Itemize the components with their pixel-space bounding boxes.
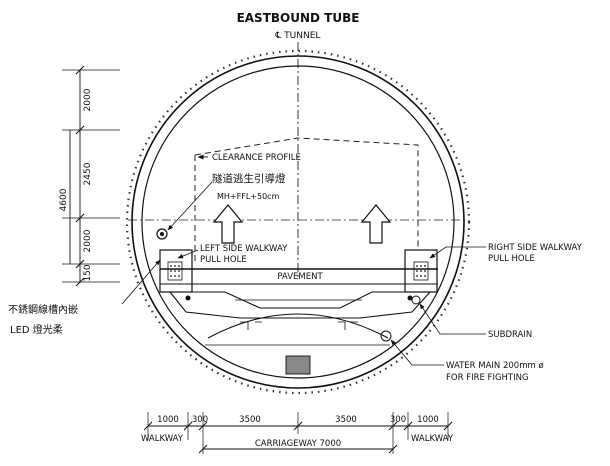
subdrain-pipe <box>411 295 421 305</box>
clearance-profile-label: CLEARANCE PROFILE <box>212 153 301 163</box>
tunnel-inner-ring <box>141 65 455 379</box>
vdim-4600: 4600 <box>59 188 69 211</box>
bdim-left-offset: 300 <box>192 415 208 425</box>
traffic-arrow-right <box>360 204 392 244</box>
subdrain-label: SUBDRAIN <box>488 330 532 340</box>
led-label-cn-2: LED 燈光柔 <box>10 323 63 336</box>
escape-sign-leader <box>167 181 213 231</box>
bdim-right-lane: 3500 <box>335 415 357 425</box>
bdim-walkway-left-label: WALKWAY <box>141 434 184 444</box>
vdim-2000-bottom: 2000 <box>83 229 93 252</box>
right-walkway-label-2: PULL HOLE <box>488 254 535 264</box>
left-walkway <box>159 249 193 293</box>
subdrain-leader <box>419 303 486 335</box>
pavement-label: PAVEMENT <box>277 272 323 282</box>
escape-sign-label-cn: 隧道逃生引導燈 <box>212 172 286 185</box>
slab-bolt-left <box>185 295 191 301</box>
bdim-right-offset: 300 <box>390 415 406 425</box>
escape-sign-lamp-core <box>160 232 164 236</box>
left-walkway-label-1: LEFT SIDE WALKWAY <box>200 244 288 254</box>
bdim-left-walkway: 1000 <box>157 415 179 425</box>
led-leader <box>121 259 161 305</box>
led-label-cn-1: 不銹鋼線槽內嵌 <box>8 303 78 316</box>
void-small-pipe-right <box>338 321 358 330</box>
bdim-carriageway-label: CARRIAGEWAY 7000 <box>255 439 341 449</box>
invert-void-top <box>207 313 389 339</box>
left-walkway-label-2: PULL HOLE <box>200 255 247 265</box>
centerline-label: ℄ TUNNEL <box>275 31 321 41</box>
vdim-150: 150 <box>83 264 93 281</box>
water-main-label-2: FOR FIRE FIGHTING <box>446 373 529 383</box>
road-slab-structure <box>168 291 432 319</box>
traffic-arrow-left <box>212 204 244 244</box>
water-main-pipe <box>380 330 392 342</box>
left-walkway-leader <box>177 249 199 259</box>
drawing-title: EASTBOUND TUBE <box>237 11 360 25</box>
bdim-walkway-right-label: WALKWAY <box>411 434 454 444</box>
ground-hatching <box>125 49 471 395</box>
void-small-pipe-left <box>240 321 262 330</box>
water-main-leader <box>390 339 444 366</box>
vertical-dimension-chain <box>62 65 120 287</box>
central-drain-block <box>285 355 311 375</box>
tunnel-outer-ring <box>131 55 465 389</box>
left-cable-duct <box>167 261 183 281</box>
water-main-label-1: WATER MAIN 200mm ø <box>446 361 544 371</box>
right-cable-duct <box>413 261 429 281</box>
bdim-left-lane: 3500 <box>239 415 261 425</box>
clearance-profile-outline <box>194 137 419 265</box>
right-walkway-leader <box>429 246 486 259</box>
vdim-2000-top: 2000 <box>83 88 93 111</box>
vdim-2450: 2450 <box>83 162 93 185</box>
slab-bolt-right <box>407 295 413 301</box>
bdim-right-walkway: 1000 <box>417 415 439 425</box>
duct-hatching <box>170 265 426 277</box>
right-walkway-label-1: RIGHT SIDE WALKWAY <box>488 243 583 253</box>
escape-sign-height-label: MH+FFL+50cm <box>217 192 280 201</box>
bottom-dimension-chain <box>143 412 453 454</box>
